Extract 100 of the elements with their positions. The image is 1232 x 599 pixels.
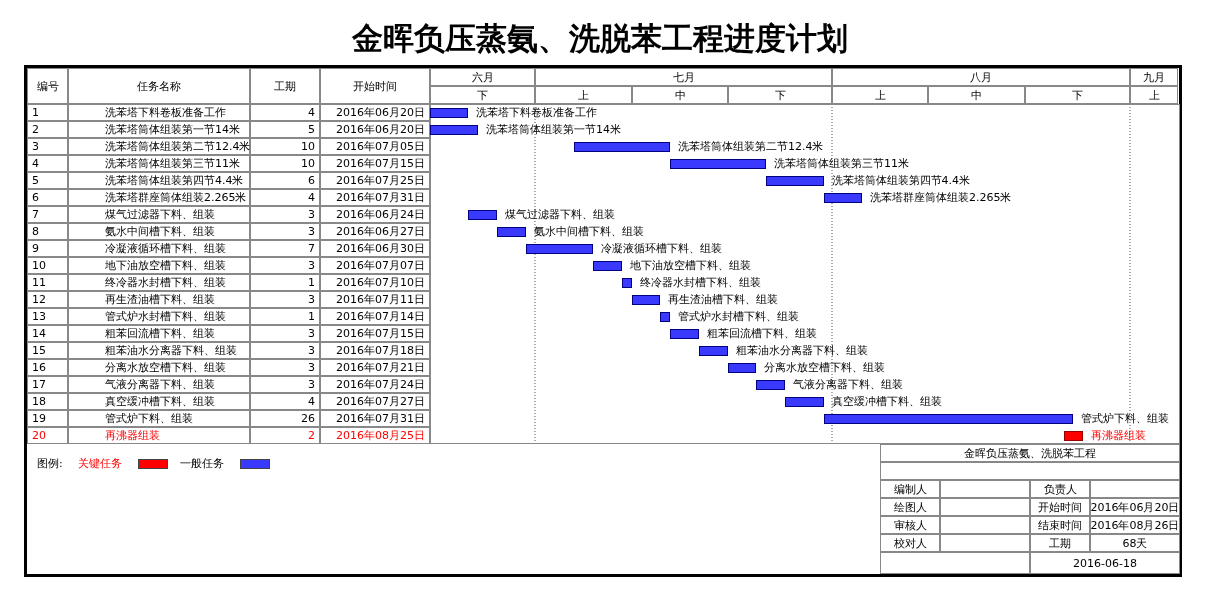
info-label: 校对人: [880, 534, 940, 552]
duration-value: 3: [250, 359, 320, 376]
start-date: 2016年07月31日: [320, 189, 430, 206]
project-name: 金晖负压蒸氨、洗脱苯工程: [880, 444, 1180, 462]
chart-title: 金晖负压蒸氨、洗脱苯工程进度计划: [351, 19, 849, 58]
task-label: 洗苯塔筒体组装第三节11米: [774, 156, 909, 171]
period-header: 下: [1025, 86, 1130, 104]
info-value: 2016年06月20日: [1090, 498, 1180, 516]
info-label: 负责人: [1030, 480, 1090, 498]
task-name: 终冷器水封槽下料、组装: [68, 274, 250, 291]
task-label: 终冷器水封槽下料、组装: [639, 275, 761, 290]
task-name: 洗苯塔筒体组装第二节12.4米: [68, 138, 250, 155]
duration-value: 6: [250, 172, 320, 189]
info-label: 结束时间: [1030, 516, 1090, 534]
start-date: 2016年07月18日: [320, 342, 430, 359]
row-number: 9: [27, 240, 68, 257]
info-label: 审核人: [880, 516, 940, 534]
duration-value: 4: [250, 104, 320, 121]
duration-value: 3: [250, 325, 320, 342]
start-date: 2016年07月21日: [320, 359, 430, 376]
task-name: 洗苯塔筒体组装第三节11米: [68, 155, 250, 172]
info-label: 工期: [1030, 534, 1090, 552]
legend-label: 关键任务: [78, 457, 122, 471]
header-cell: 开始时间: [320, 68, 430, 104]
row-number: 14: [27, 325, 68, 342]
start-date: 2016年06月27日: [320, 223, 430, 240]
start-date: 2016年07月15日: [320, 155, 430, 172]
duration-value: 3: [250, 206, 320, 223]
task-name: 气液分离器下料、组装: [68, 376, 250, 393]
duration-value: 7: [250, 240, 320, 257]
task-label: 洗苯塔群座筒体组装2.265米: [870, 190, 1012, 205]
header-cell: 工期: [250, 68, 320, 104]
duration-value: 3: [250, 257, 320, 274]
row-number: 8: [27, 223, 68, 240]
row-number: 17: [27, 376, 68, 393]
duration-value: 1: [250, 308, 320, 325]
period-header: 中: [928, 86, 1025, 104]
row-number: 6: [27, 189, 68, 206]
period-header: 上: [535, 86, 632, 104]
period-header: 下: [728, 86, 832, 104]
row-number: 18: [27, 393, 68, 410]
header-cell: 编号: [27, 68, 68, 104]
task-name: 洗苯塔筒体组装第四节4.4米: [68, 172, 250, 189]
start-date: 2016年07月14日: [320, 308, 430, 325]
month-header: 七月: [535, 68, 832, 86]
duration-value: 10: [250, 138, 320, 155]
duration-value: 5: [250, 121, 320, 138]
task-name: 冷凝液循环槽下料、组装: [68, 240, 250, 257]
duration-value: 3: [250, 376, 320, 393]
row-number: 7: [27, 206, 68, 223]
task-name: 真空缓冲槽下料、组装: [68, 393, 250, 410]
task-name: 洗苯塔下料卷板准备工作: [68, 104, 250, 121]
start-date: 2016年07月15日: [320, 325, 430, 342]
start-date: 2016年07月07日: [320, 257, 430, 274]
task-name: 粗苯回流槽下料、组装: [68, 325, 250, 342]
header-cell: 任务名称: [68, 68, 250, 104]
task-name: 再生渣油槽下料、组装: [68, 291, 250, 308]
start-date: 2016年07月10日: [320, 274, 430, 291]
period-header: 上: [1130, 86, 1178, 104]
task-name: 煤气过滤器下料、组装: [68, 206, 250, 223]
row-number: 19: [27, 410, 68, 427]
row-number: 11: [27, 274, 68, 291]
task-name: 粗苯油水分离器下料、组装: [68, 342, 250, 359]
task-label: 洗苯塔下料卷板准备工作: [476, 105, 598, 120]
task-label: 洗苯塔筒体组装第一节14米: [486, 122, 621, 137]
start-date: 2016年07月05日: [320, 138, 430, 155]
info-label: 绘图人: [880, 498, 940, 516]
info-value: 2016年08月26日: [1090, 516, 1180, 534]
duration-value: 2: [250, 427, 320, 444]
start-date: 2016年07月11日: [320, 291, 430, 308]
task-label: 粗苯回流槽下料、组装: [706, 326, 817, 341]
row-number: 2: [27, 121, 68, 138]
start-date: 2016年08月25日: [320, 427, 430, 444]
row-number: 3: [27, 138, 68, 155]
task-label: 洗苯塔筒体组装第四节4.4米: [831, 173, 971, 188]
legend-label: 一般任务: [180, 457, 224, 471]
info-label: 开始时间: [1030, 498, 1090, 516]
task-label: 管式炉水封槽下料、组装: [678, 309, 799, 324]
row-number: 15: [27, 342, 68, 359]
row-number: 5: [27, 172, 68, 189]
task-name: 再沸器组装: [68, 427, 250, 444]
row-number: 10: [27, 257, 68, 274]
row-number: 4: [27, 155, 68, 172]
info-value: 68天: [1090, 534, 1180, 552]
task-label: 分离水放空槽下料、组装: [764, 360, 886, 375]
task-name: 氨水中间槽下料、组装: [68, 223, 250, 240]
task-label: 冷凝液循环槽下料、组装: [601, 241, 723, 256]
duration-value: 26: [250, 410, 320, 427]
row-number: 1: [27, 104, 68, 121]
duration-value: 10: [250, 155, 320, 172]
row-number: 13: [27, 308, 68, 325]
duration-value: 4: [250, 189, 320, 206]
month-header: 六月: [430, 68, 535, 86]
date-value: 2016-06-18: [1030, 552, 1180, 574]
start-date: 2016年07月31日: [320, 410, 430, 427]
task-name: 洗苯塔筒体组装第一节14米: [68, 121, 250, 138]
task-label: 再沸器组装: [1090, 428, 1146, 443]
start-date: 2016年07月25日: [320, 172, 430, 189]
start-date: 2016年06月30日: [320, 240, 430, 257]
info-label: 编制人: [880, 480, 940, 498]
